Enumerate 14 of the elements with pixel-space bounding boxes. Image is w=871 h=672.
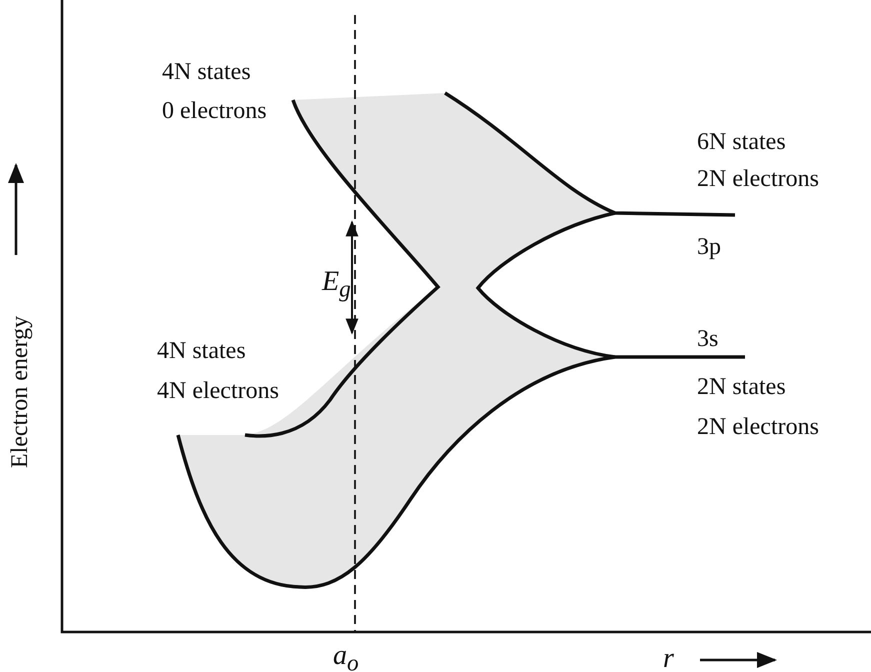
- level-label: 3s: [697, 325, 718, 353]
- gap-label: E$_{g}$: [322, 268, 351, 304]
- level-label: 3p: [697, 233, 721, 261]
- band-label: 4N states: [162, 58, 251, 86]
- axis-label: r: [663, 645, 674, 672]
- band-label: 2N states: [697, 373, 786, 401]
- band-label: 2N electrons: [697, 165, 819, 193]
- axis-label: a$_{o}$: [333, 642, 359, 672]
- axis-label: Electron energy: [6, 314, 34, 470]
- band-label: 4N electrons: [157, 377, 279, 405]
- band-label: 2N electrons: [697, 413, 819, 441]
- band-label: 0 electrons: [162, 97, 267, 125]
- band-label: 6N states: [697, 128, 786, 156]
- band-label: 4N states: [157, 337, 246, 365]
